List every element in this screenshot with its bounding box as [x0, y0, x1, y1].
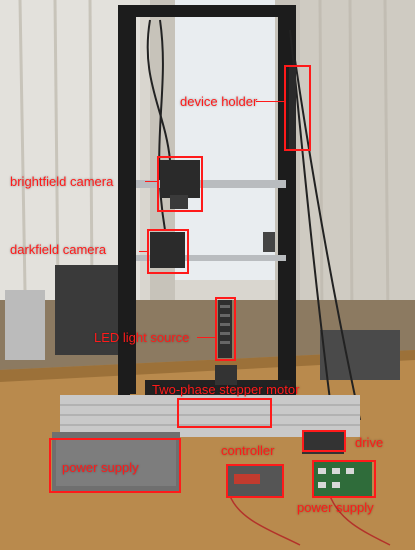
brightfield-camera-leader [145, 181, 159, 182]
drive-box [302, 430, 346, 452]
controller-label: controller [221, 443, 275, 458]
device-holder-leader [256, 101, 286, 102]
led-light-source-box [215, 297, 236, 361]
stepper-motor-box [177, 398, 272, 428]
led-light-source-label: LED light source [94, 330, 190, 345]
controller-box [226, 464, 284, 498]
power-supply-right-label: power supply [297, 500, 374, 515]
led-light-source-leader [197, 337, 217, 338]
power-supply-left-label: power supply [62, 460, 139, 475]
drive-label: drive [355, 435, 384, 450]
device-holder-box [284, 65, 311, 151]
stepper-motor-label: Two-phase stepper motor [152, 382, 300, 397]
brightfield-camera-box [157, 156, 203, 212]
power-supply-right-box [312, 460, 376, 498]
power-supply-left-box [49, 438, 181, 493]
darkfield-camera-box [147, 229, 189, 274]
darkfield-camera-leader [139, 251, 149, 252]
brightfield-camera-label: brightfield camera [10, 174, 114, 189]
darkfield-camera-label: darkfield camera [10, 242, 107, 257]
device-holder-label: device holder [180, 94, 258, 109]
